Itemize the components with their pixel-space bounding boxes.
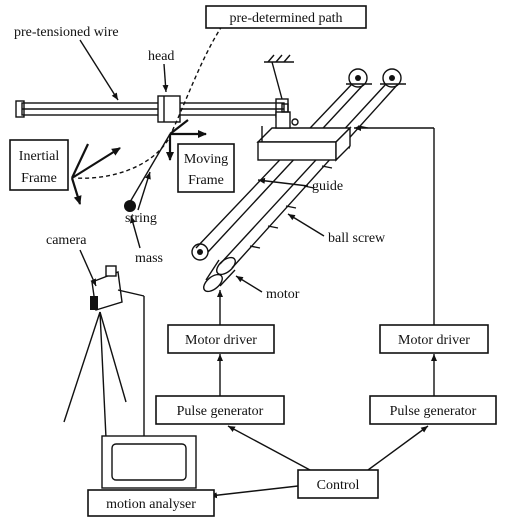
label-mass: mass	[135, 251, 163, 266]
control-label: Control	[317, 478, 360, 493]
label-motion-analyser: motion analyser	[106, 497, 196, 512]
box-inertial-frame: Inertial Frame	[10, 140, 68, 190]
motor-driver-right-label: Motor driver	[398, 333, 470, 348]
moving-carriage	[258, 104, 350, 160]
camera-icon	[90, 266, 122, 310]
motor-cylinder	[201, 254, 239, 294]
box-pulse-generator-right: Pulse generator	[370, 396, 496, 424]
label-pretensioned-wire: pre-tensioned wire	[14, 25, 119, 40]
label-camera: camera	[46, 233, 87, 248]
camera-tripod	[64, 266, 144, 438]
box-motor-driver-right: Motor driver	[380, 325, 488, 353]
label-motor: motor	[266, 287, 300, 302]
box-motion-analyser: motion analyser	[88, 490, 214, 516]
box-control: Control	[298, 470, 378, 498]
pulse-generator-right-label: Pulse generator	[390, 404, 477, 419]
box-motor-driver-left: Motor driver	[168, 325, 274, 353]
monitor	[102, 436, 196, 488]
string-and-mass	[124, 134, 170, 212]
label-string: string	[125, 211, 157, 226]
label-guide: guide	[312, 179, 343, 194]
head-block	[158, 96, 180, 122]
box-moving-frame: Moving Frame	[178, 144, 234, 192]
label-inertial-frame: Frame	[21, 171, 57, 186]
motor-driver-left-label: Motor driver	[185, 333, 257, 348]
pulse-generator-left-label: Pulse generator	[177, 404, 264, 419]
label-head: head	[148, 49, 174, 64]
box-predetermined-path: pre-determined path	[206, 6, 366, 28]
label-moving-frame: Frame	[188, 173, 224, 188]
label-moving: Moving	[184, 152, 228, 167]
label-inertial: Inertial	[19, 149, 60, 164]
box-pulse-generator-left: Pulse generator	[156, 396, 284, 424]
label-ball-screw: ball screw	[328, 231, 386, 246]
label-predetermined-path: pre-determined path	[229, 11, 342, 26]
wire-rail	[16, 55, 294, 117]
inertial-frame-axes	[72, 144, 120, 204]
